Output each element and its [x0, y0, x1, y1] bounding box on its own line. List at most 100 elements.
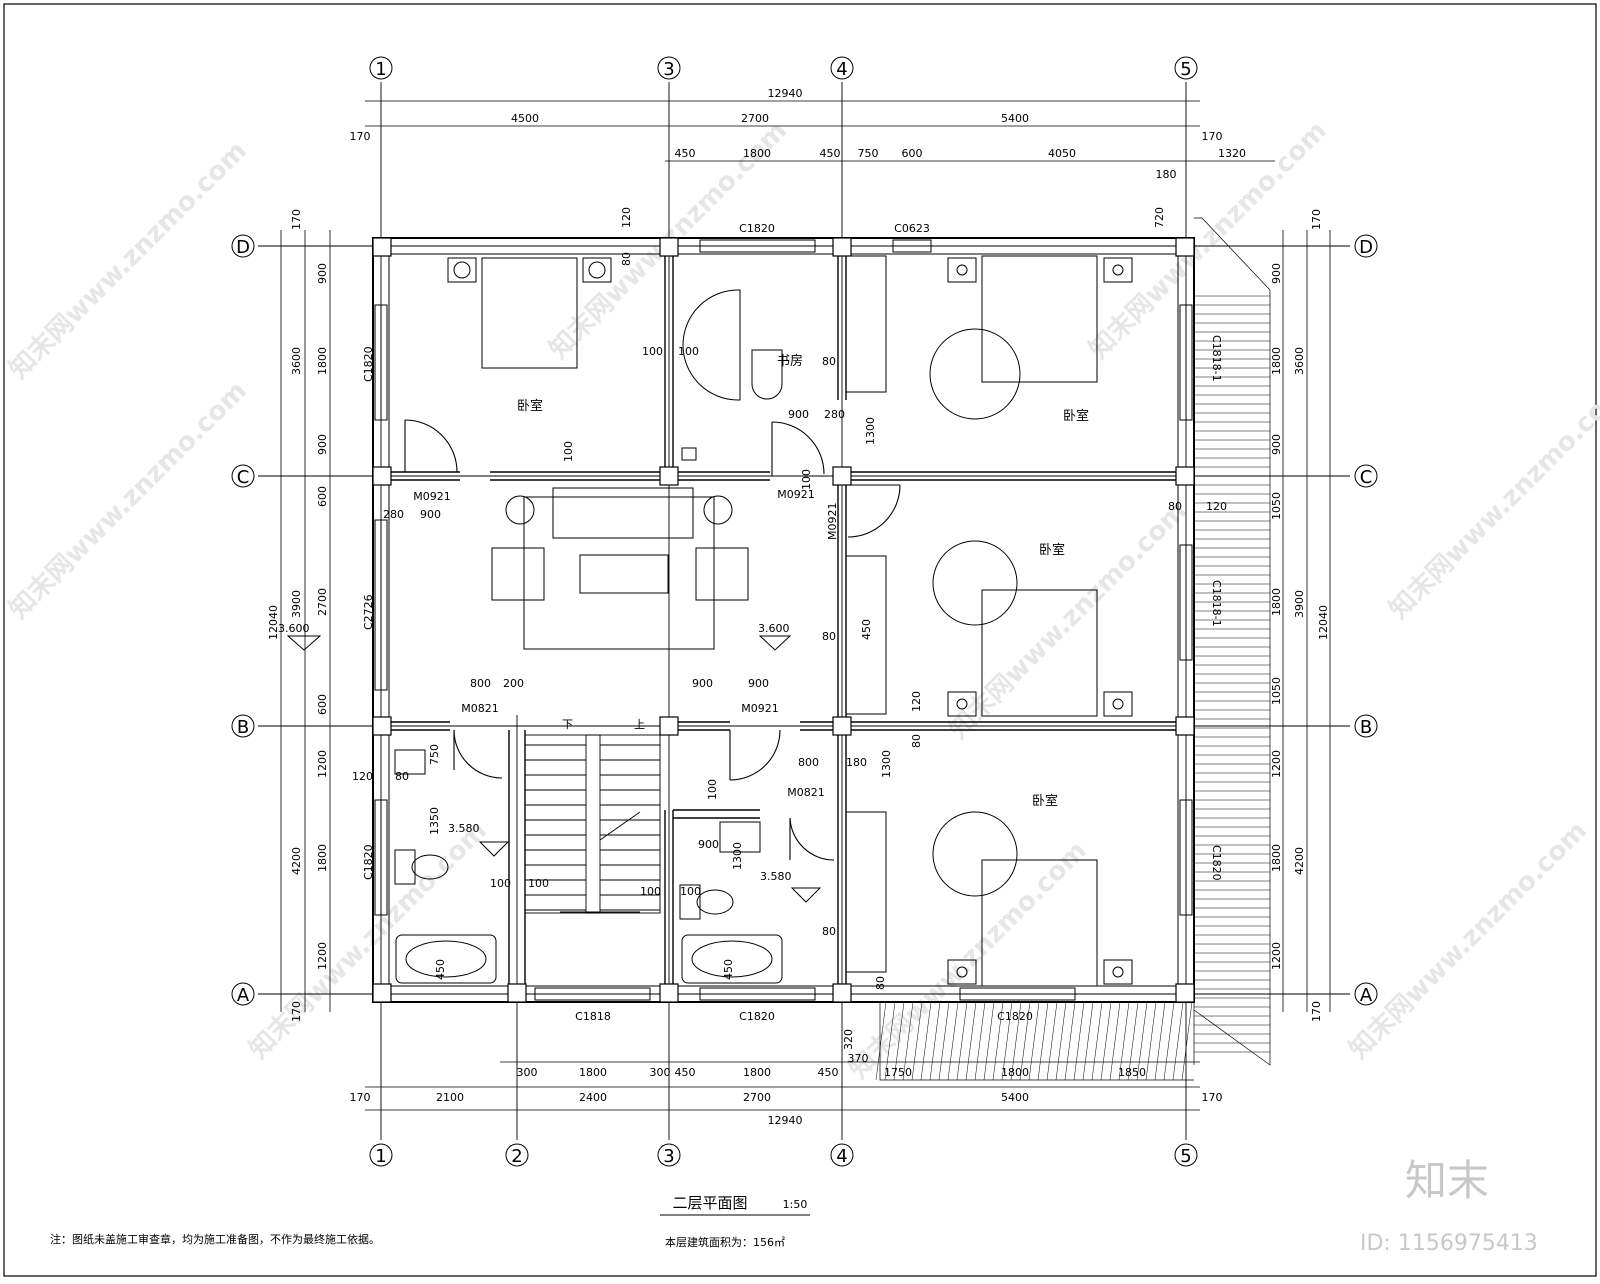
hatch-line [1019, 1001, 1031, 1081]
rug-icon [523, 496, 715, 650]
dim-interior: 900 [748, 677, 769, 690]
door-code: M0821 [787, 786, 825, 799]
dim-interior: 900 [420, 508, 441, 521]
dim-bottom: 1850 [1118, 1066, 1146, 1079]
dim-interior: 120 [1206, 500, 1227, 513]
dim-interior: 1300 [731, 842, 744, 870]
level-label: 3.600 [278, 622, 310, 635]
axis-label-right: B [1360, 717, 1372, 738]
dim-left: 4200 [290, 847, 303, 875]
desk-icon [682, 289, 741, 401]
axis-label-right: C [1360, 467, 1373, 488]
level-label: 3.580 [760, 870, 792, 883]
dim-interior: 1300 [880, 750, 893, 778]
roof-eave [879, 217, 1271, 1081]
armchair-icon [491, 547, 545, 601]
drawing-title: 二层平面图 [672, 1194, 747, 1212]
windows [374, 239, 1193, 1001]
hatch-line [884, 1001, 896, 1081]
axis-label-bottom: 3 [663, 1146, 674, 1167]
hatch-line [1037, 1001, 1049, 1081]
dim-top: 450 [675, 147, 696, 160]
level-label: 3.580 [448, 822, 480, 835]
hatch-line [911, 1001, 923, 1081]
hatch-line [1172, 1001, 1184, 1081]
dim-left: 1800 [316, 347, 329, 375]
round-rug-icon [932, 811, 1018, 897]
furniture [394, 255, 1133, 987]
hatch-line [1082, 1001, 1094, 1081]
hatch-line [1100, 1001, 1112, 1081]
window-code: C1820 [362, 346, 375, 382]
bathtub-icon [681, 934, 783, 984]
stair-up-mark: 上 [634, 718, 645, 731]
bottom-dimensions: 12940 2100 2400 2700 5400 300 1800 300 4… [350, 1029, 1223, 1127]
door-code: M0921 [826, 503, 839, 541]
hatch-line [992, 1001, 1004, 1081]
hatch-line [902, 1001, 914, 1081]
dim-interior: 450 [434, 959, 447, 980]
axis-label-left: C [237, 467, 250, 488]
dim-interior: 280 [824, 408, 845, 421]
window-code: C1820 [362, 844, 375, 880]
dim-bottom: 450 [818, 1066, 839, 1079]
dim-interior: 80 [1168, 500, 1182, 513]
title-block: 二层平面图 1:50 本层建筑面积为：156㎡ 注：图纸未盖施工审查章，均为施工… [50, 1194, 810, 1249]
dim-right-side: 170 [1310, 209, 1323, 230]
bed-icon [981, 589, 1098, 717]
hatch-line [1163, 1001, 1175, 1081]
hatch-line [983, 1001, 995, 1081]
stair-down-mark: 下 [562, 718, 573, 731]
watermark-text: 知末网www.znzmo.com [4, 376, 253, 625]
sink-icon [719, 821, 761, 853]
hatch-line [1091, 1001, 1103, 1081]
hatch-line [1028, 1001, 1040, 1081]
dim-interior: 80 [822, 925, 836, 938]
hatch-line [1145, 1001, 1157, 1081]
round-rug-icon [932, 540, 1018, 626]
dim-total-top: 12940 [768, 87, 803, 100]
dim-bottom: 300 [650, 1066, 671, 1079]
dim-interior: 800 [470, 677, 491, 690]
dim-bottom: 1750 [884, 1066, 912, 1079]
hatch-line [974, 1001, 986, 1081]
dim-interior: 120 [352, 770, 373, 783]
columns [372, 237, 1195, 1003]
dim-top: 1320 [1218, 147, 1246, 160]
dim-top-side: 180 [1156, 168, 1177, 181]
sink-icon [394, 749, 426, 775]
armchair-icon [695, 547, 749, 601]
dim-interior: 100 [490, 877, 511, 890]
construction-note: 注：图纸未盖施工审查章，均为施工准备图，不作为最终施工依据。 [50, 1232, 380, 1246]
dim-left: 3900 [290, 590, 303, 618]
dim-interior: 1350 [428, 807, 441, 835]
hatch-line [1109, 1001, 1121, 1081]
dim-total-left: 12040 [267, 605, 280, 640]
watermark-text: 知末网www.znzmo.com [4, 136, 253, 385]
dim-left: 900 [316, 434, 329, 455]
dim-bottom: 2400 [579, 1091, 607, 1104]
window-code: C1820 [739, 1010, 775, 1023]
wardrobe-icon [845, 811, 887, 973]
axis-label-bottom: 5 [1180, 1146, 1191, 1167]
axis-bubbles: 1 3 4 5 1 2 3 4 5 D C B A D C B A [231, 56, 1378, 1167]
toilet-icon [679, 884, 701, 920]
dim-bottom: 5400 [1001, 1091, 1029, 1104]
dim-interior: 100 [706, 779, 719, 800]
dim-interior: 100 [640, 885, 661, 898]
dim-interior: 900 [698, 838, 719, 851]
interior-walls [389, 254, 1178, 986]
bed-icon [981, 859, 1098, 987]
drawing-scale: 1:50 [783, 1198, 808, 1211]
dim-bottom: 2700 [743, 1091, 771, 1104]
dim-top: 1800 [743, 147, 771, 160]
hatch-line [956, 1001, 968, 1081]
dim-interior: 80 [822, 630, 836, 643]
room-label-bedroom: 卧室 [1063, 408, 1089, 424]
door-code: M0921 [741, 702, 779, 715]
window-code: C0623 [894, 222, 930, 235]
hatch-line [1118, 1001, 1130, 1081]
hatch-line [1127, 1001, 1139, 1081]
dim-top: 2700 [741, 112, 769, 125]
sofa-icon [552, 487, 694, 539]
